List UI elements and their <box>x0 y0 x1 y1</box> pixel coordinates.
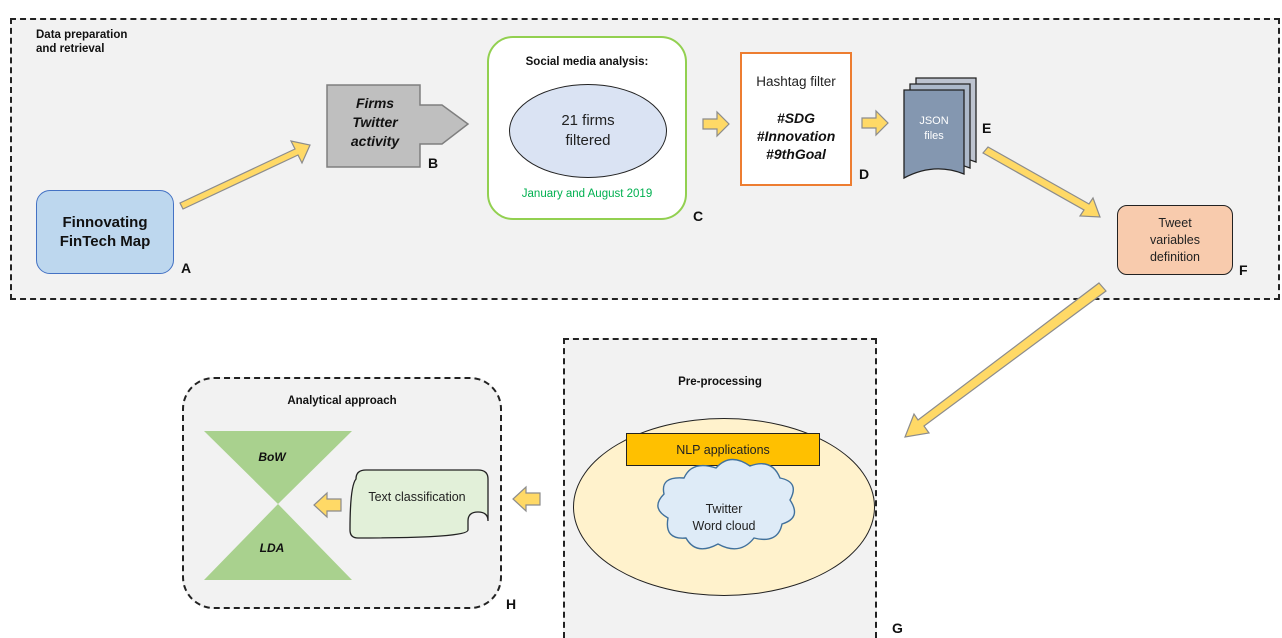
node-f-tweet-variables: Tweet variables definition <box>1117 205 1233 275</box>
node-a-line1: Finnovating <box>62 214 148 231</box>
node-h-analytical-approach: Analytical approach <box>182 377 502 609</box>
node-g-preprocessing-region: Pre-processing <box>563 338 877 638</box>
node-d-tag-9thgoal: #9thGoal <box>766 146 826 162</box>
node-h-title: Analytical approach <box>287 395 397 407</box>
node-c-line1: 21 firms <box>561 112 615 129</box>
node-a-finnovating-map: Finnovating FinTech Map <box>36 190 174 274</box>
node-f-line1: Tweet <box>1158 215 1192 230</box>
node-g-title: Pre-processing <box>678 376 762 388</box>
node-f-line3: definition <box>1149 249 1201 264</box>
label-d: D <box>859 166 870 182</box>
node-g-nlp-applications: NLP applications <box>626 433 820 466</box>
node-c-line2: filtered <box>565 132 611 149</box>
node-a-line2: FinTech Map <box>59 233 151 250</box>
node-d-hashtag-filter: Hashtag filter #SDG #Innovation #9thGoal <box>740 52 852 186</box>
data-preparation-title-line1: Data preparation <box>36 29 128 41</box>
label-a: A <box>181 260 192 276</box>
data-preparation-title-line2: and retrieval <box>36 43 105 55</box>
label-f: F <box>1239 262 1248 278</box>
label-c: C <box>693 208 704 224</box>
node-d-title: Hashtag filter <box>756 74 836 89</box>
label-h: H <box>506 596 517 612</box>
arrow-f-to-g <box>904 282 1107 438</box>
node-c-firms-ellipse: 21 firms filtered <box>509 84 667 178</box>
label-g: G <box>892 620 903 636</box>
data-preparation-title: Data preparation and retrieval <box>36 28 176 56</box>
node-c-social-media-analysis: Social media analysis: 21 firms filtered… <box>487 36 687 220</box>
arrow-g-to-text <box>512 485 541 513</box>
node-d-tag-innovation: #Innovation <box>756 128 836 144</box>
node-c-date: January and August 2019 <box>521 188 653 200</box>
node-f-line2: variables <box>1149 232 1200 247</box>
node-d-tag-sdg: #SDG <box>776 110 816 126</box>
node-c-title: Social media analysis: <box>525 56 649 68</box>
